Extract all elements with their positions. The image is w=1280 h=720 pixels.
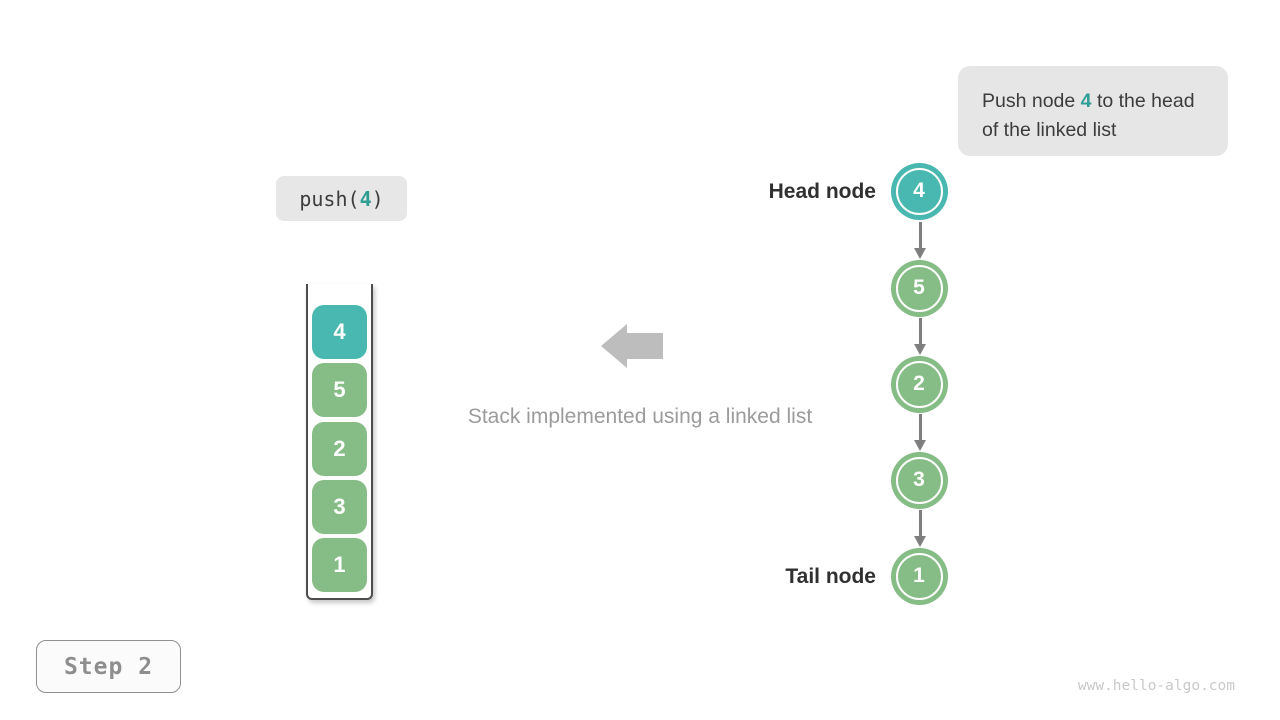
down-arrow-head-icon [913, 536, 926, 547]
push-description-callout: Push node 4 to the head of the linked li… [958, 66, 1228, 156]
list-node-3: 3 [891, 452, 948, 509]
operation-prefix: push( [299, 186, 360, 211]
callout-highlight-value: 4 [1080, 90, 1092, 112]
list-node-5: 5 [891, 260, 948, 317]
stack-item-value: 1 [333, 552, 346, 577]
list-node-inner: 2 [895, 360, 943, 408]
callout-text-after: to the head of the linked list [982, 90, 1195, 141]
push-operation-badge: push(4) [276, 176, 407, 221]
list-node-value: 4 [913, 179, 925, 202]
list-node-value: 2 [913, 372, 925, 395]
down-arrow-head-icon [913, 248, 926, 259]
list-node-1: 1 [891, 548, 948, 605]
list-node-value: 3 [913, 468, 925, 491]
stack-item-value: 2 [333, 436, 346, 461]
left-block-arrow-icon [601, 324, 663, 368]
head-node-label: Head node [768, 180, 876, 203]
down-arrow-line [918, 318, 922, 346]
list-node-inner: 1 [895, 552, 943, 600]
down-arrow-line [918, 414, 922, 442]
operation-argument: 4 [359, 186, 372, 211]
down-arrow-head-icon [913, 344, 926, 355]
list-node-inner: 5 [895, 264, 943, 312]
down-arrow-line [918, 222, 922, 250]
stack-item-3: 3 [312, 480, 367, 534]
diagram-caption: Stack implemented using a linked list [467, 405, 813, 428]
stack-item-1: 1 [312, 538, 367, 592]
stack-item-5: 5 [312, 363, 367, 417]
stack-item-value: 4 [333, 319, 346, 344]
stack-item-value: 3 [333, 494, 346, 519]
list-node-2: 2 [891, 356, 948, 413]
callout-text-before: Push node [982, 90, 1081, 112]
watermark-url: www.hello-algo.com [1077, 678, 1235, 694]
down-arrow-line [918, 510, 922, 538]
list-node-inner: 3 [895, 456, 943, 504]
list-node-4: 4 [891, 163, 948, 220]
list-node-inner: 4 [895, 167, 943, 215]
down-arrow-head-icon [913, 440, 926, 451]
tail-node-label: Tail node [785, 565, 876, 588]
stack-item-2: 2 [312, 422, 367, 476]
operation-suffix: ) [371, 186, 384, 211]
stack-item-4: 4 [312, 305, 367, 359]
stack-item-value: 5 [333, 377, 346, 402]
list-node-value: 1 [913, 564, 925, 587]
step-badge: Step 2 [36, 640, 181, 693]
list-node-value: 5 [913, 276, 925, 299]
